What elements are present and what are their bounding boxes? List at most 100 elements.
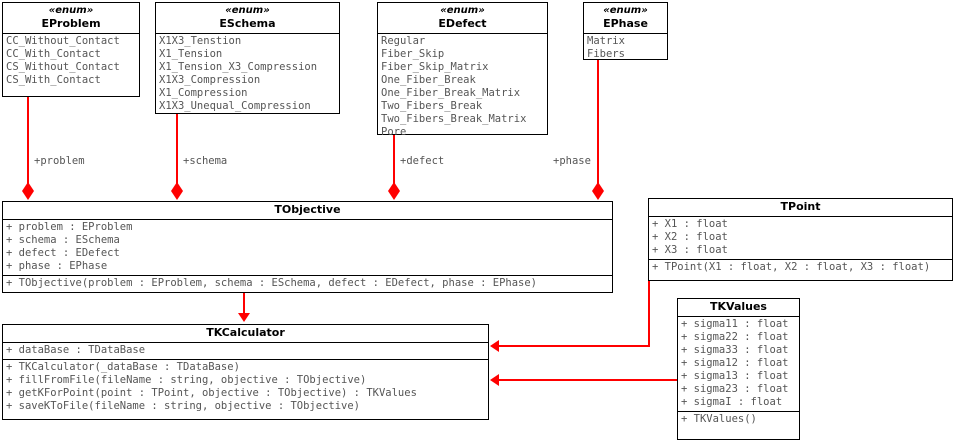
enum-literal: One_Fiber_Break (381, 74, 476, 86)
enum-literal: One_Fiber_Break_Matrix (381, 87, 521, 99)
class-operation: + TObjective(problem : EProblem, schema … (6, 277, 538, 289)
operations-compartment-tobjective: + TObjective(problem : EProblem, schema … (3, 275, 612, 292)
enum-literal: Pore (381, 126, 407, 138)
class-attribute: + defect : EDefect (6, 247, 120, 259)
association-line-defect (393, 135, 395, 190)
class-attribute: + X2 : float (652, 231, 728, 243)
class-header-tpoint: TPoint (649, 199, 952, 217)
aggregation-diamond-objective-calculator (238, 313, 250, 322)
class-header-eproblem: «enum» EProblem (3, 3, 139, 34)
class-attribute: + dataBase : TDataBase (6, 344, 146, 356)
class-attribute: + sigma22 : float (681, 331, 789, 343)
class-name-label: TObjective (274, 203, 341, 216)
operations-compartment-tpoint: + TPoint(X1 : float, X2 : float, X3 : fl… (649, 259, 952, 276)
class-attribute: + sigma23 : float (681, 383, 789, 395)
aggregation-diamond-phase (592, 191, 604, 200)
class-box-eschema[interactable]: «enum» ESchema X1X3_Tenstion X1_Tension … (155, 2, 340, 114)
class-operation: + TKCalculator(_dataBase : TDataBase) (6, 361, 240, 373)
enum-literal: X1X3_Compression (159, 74, 261, 86)
association-label-defect: +defect (400, 155, 445, 167)
class-operation: + fillFromFile(fileName : string, object… (6, 374, 367, 386)
class-attribute: + sigma12 : float (681, 357, 789, 369)
aggregation-diamond-phase-top (592, 182, 604, 191)
class-attribute: + problem : EProblem (6, 221, 133, 233)
aggregation-diamond-problem-top (22, 182, 34, 191)
operations-compartment-tkcalculator: + TKCalculator(_dataBase : TDataBase) + … (3, 359, 488, 415)
class-box-ephase[interactable]: «enum» EPhase Matrix Fibers (583, 2, 668, 60)
association-label-schema: +schema (183, 155, 228, 167)
association-line-phase (597, 60, 599, 190)
class-attribute: + sigma13 : float (681, 370, 789, 382)
aggregation-diamond-schema-top (171, 182, 183, 191)
literals-compartment-eproblem: CC_Without_Contact CC_With_Contact CS_Wi… (3, 34, 139, 89)
operations-compartment-tkvalues: + TKValues() (678, 411, 799, 428)
class-header-edefect: «enum» EDefect (378, 3, 547, 34)
enum-literal: CS_With_Contact (6, 74, 101, 86)
enum-literal: Fiber_Skip (381, 48, 445, 60)
class-operation: + TPoint(X1 : float, X2 : float, X3 : fl… (652, 261, 931, 273)
aggregation-diamond-point-calculator (490, 340, 499, 352)
class-header-eschema: «enum» ESchema (156, 3, 339, 34)
class-name-label: EPhase (603, 17, 648, 30)
enum-literal: X1_Tension_X3_Compression (159, 61, 318, 73)
association-line-point-calculator-horizontal (499, 345, 650, 347)
aggregation-diamond-defect (388, 191, 400, 200)
class-box-tkvalues[interactable]: TKValues + sigma11 : float + sigma22 : f… (677, 298, 800, 440)
class-name-label: ESchema (219, 17, 276, 30)
enum-literal: X1_Tension (159, 48, 223, 60)
attributes-compartment-tobjective: + problem : EProblem + schema : ESchema … (3, 220, 612, 275)
class-operation: + getKForPoint(point : TPoint, objective… (6, 387, 417, 399)
class-attribute: + phase : EPhase (6, 260, 108, 272)
class-name-label: TPoint (780, 200, 821, 213)
stereotype-label: «enum» (225, 5, 270, 16)
attributes-compartment-tpoint: + X1 : float + X2 : float + X3 : float (649, 217, 952, 259)
stereotype-label: «enum» (48, 5, 94, 16)
class-attribute: + sigma11 : float (681, 318, 789, 330)
association-label-problem: +problem (34, 155, 85, 167)
class-header-tkcalculator: TKCalculator (3, 325, 488, 343)
enum-literal: CS_Without_Contact (6, 61, 120, 73)
class-attribute: + X1 : float (652, 218, 728, 230)
attributes-compartment-tkcalculator: + dataBase : TDataBase (3, 343, 488, 359)
class-attribute: + schema : ESchema (6, 234, 120, 246)
literals-compartment-ephase: Matrix Fibers (584, 34, 667, 63)
class-name-label: TKCalculator (206, 326, 285, 339)
literals-compartment-edefect: Regular Fiber_Skip Fiber_Skip_Matrix One… (378, 34, 547, 141)
enum-literal: X1X3_Tenstion (159, 35, 242, 47)
class-header-ephase: «enum» EPhase (584, 3, 667, 34)
enum-literal: Fiber_Skip_Matrix (381, 61, 489, 73)
aggregation-diamond-kvalues-calculator (490, 374, 499, 386)
enum-literal: CC_Without_Contact (6, 35, 120, 47)
class-box-tobjective[interactable]: TObjective + problem : EProblem + schema… (2, 201, 613, 293)
enum-literal: Two_Fibers_Break_Matrix (381, 113, 527, 125)
class-name-label: TKValues (710, 300, 767, 313)
association-line-objective-calculator (243, 293, 245, 315)
association-line-point-calculator-vertical (648, 281, 650, 347)
class-box-eproblem[interactable]: «enum» EProblem CC_Without_Contact CC_Wi… (2, 2, 140, 97)
aggregation-diamond-problem (22, 191, 34, 200)
enum-literal: Matrix (587, 35, 625, 47)
enum-literal: X1X3_Unequal_Compression (159, 100, 311, 112)
association-label-phase: +phase (553, 155, 591, 167)
class-attribute: + sigmaI : float (681, 396, 783, 408)
class-box-tkcalculator[interactable]: TKCalculator + dataBase : TDataBase + TK… (2, 324, 489, 420)
enum-literal: X1_Compression (159, 87, 248, 99)
class-operation: + TKValues() (681, 413, 757, 425)
aggregation-diamond-defect-top (388, 182, 400, 191)
association-line-problem (27, 96, 29, 190)
association-line-schema (176, 113, 178, 190)
class-attribute: + sigma33 : float (681, 344, 789, 356)
class-attribute: + X3 : float (652, 244, 728, 256)
stereotype-label: «enum» (440, 5, 485, 16)
stereotype-label: «enum» (603, 5, 648, 16)
class-box-tpoint[interactable]: TPoint + X1 : float + X2 : float + X3 : … (648, 198, 953, 281)
enum-literal: Regular (381, 35, 426, 47)
literals-compartment-eschema: X1X3_Tenstion X1_Tension X1_Tension_X3_C… (156, 34, 339, 115)
aggregation-diamond-schema (171, 191, 183, 200)
class-name-label: EProblem (41, 17, 101, 30)
enum-literal: Two_Fibers_Break (381, 100, 483, 112)
class-name-label: EDefect (438, 17, 487, 30)
class-box-edefect[interactable]: «enum» EDefect Regular Fiber_Skip Fiber_… (377, 2, 548, 138)
attributes-compartment-tkvalues: + sigma11 : float + sigma22 : float + si… (678, 317, 799, 411)
